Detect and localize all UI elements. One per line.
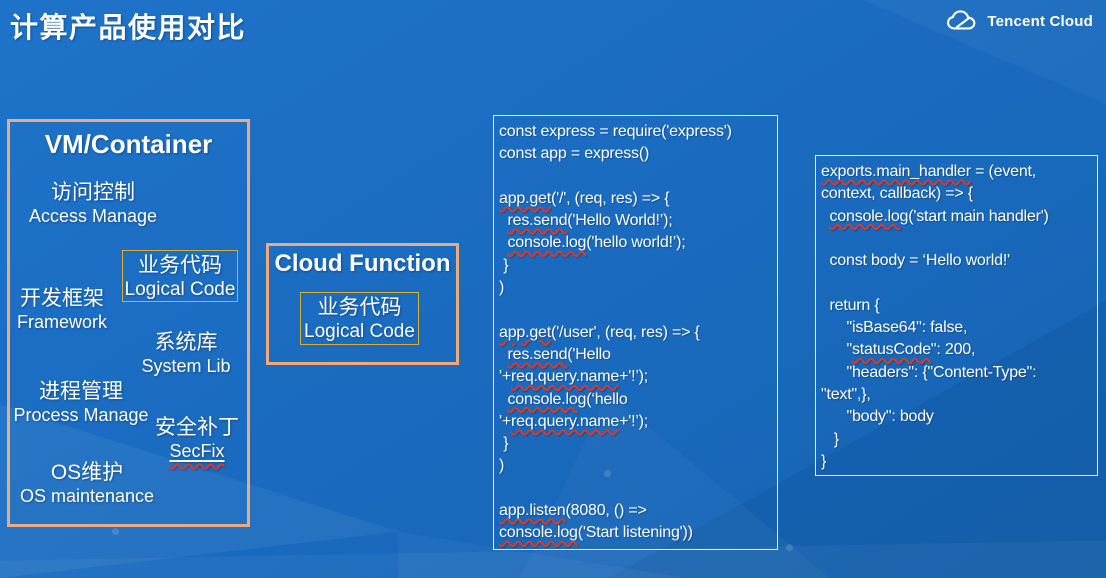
vm-item-label-en: System Lib bbox=[141, 356, 231, 376]
cloud-function-title: Cloud Function bbox=[274, 250, 451, 277]
code-line bbox=[821, 228, 1092, 250]
code-line: context, callback) => { bbox=[821, 185, 973, 203]
code-line: "statusCode": 200, bbox=[821, 341, 976, 359]
misspelled-token: res.send bbox=[507, 345, 568, 363]
vm-item-access-manage: 访问控制 Access Manage bbox=[18, 180, 168, 227]
vm-item-secfix: 安全补丁 SecFix bbox=[148, 415, 246, 462]
vm-item-label-zh: 系统库 bbox=[154, 331, 218, 354]
misspelled-token: req.query.name bbox=[511, 368, 620, 386]
vm-item-label-zh: 进程管理 bbox=[39, 380, 123, 403]
misspelled-token: app.get bbox=[499, 189, 551, 207]
code-line: const body = ‘Hello world!' bbox=[821, 252, 1011, 270]
logical-code-box: 业务代码 Logical Code bbox=[300, 292, 419, 345]
vm-item-label-en: Access Manage bbox=[28, 206, 158, 226]
background-vertex-dot bbox=[604, 470, 611, 477]
code-line: } bbox=[821, 452, 827, 470]
code-line bbox=[499, 299, 772, 321]
code-line: app.get('/', (req, res) => { bbox=[499, 189, 670, 207]
misspelled-token: console.log bbox=[507, 390, 587, 408]
brand-logo: Tencent Cloud bbox=[945, 8, 1093, 34]
misspelled-token: app.listen bbox=[499, 502, 566, 520]
code-line: '+req.query.name+'!’); bbox=[499, 412, 649, 430]
code-line: '+req.query.name+'!’); bbox=[499, 368, 649, 386]
code-line: console.log(‘hello bbox=[507, 390, 628, 408]
misspelled-token: console.log bbox=[507, 234, 587, 252]
code-line: exports.main_handler = (event, bbox=[821, 163, 1037, 180]
code-line: const app = express() bbox=[499, 145, 650, 163]
vm-item-framework: 开发框架 Framework bbox=[10, 286, 114, 333]
brand-name: Tencent Cloud bbox=[987, 12, 1093, 30]
code-line: return { bbox=[821, 296, 880, 314]
code-line: } bbox=[499, 256, 509, 274]
vm-container-box: VM/Container 访问控制 Access Manage 业务代码 Log… bbox=[7, 119, 250, 527]
tencent-cloud-icon bbox=[945, 8, 980, 34]
code-line: "body": body bbox=[821, 408, 934, 426]
vm-item-label-en: OS maintenance bbox=[19, 486, 155, 506]
misspelled-token: console.log bbox=[499, 524, 578, 542]
vm-container-title: VM/Container bbox=[44, 129, 213, 159]
background-vertex-dot bbox=[112, 528, 119, 535]
code-line: } bbox=[499, 435, 509, 453]
code-block-express: const express = require('express') const … bbox=[493, 115, 778, 550]
vm-item-process-manage: 进程管理 Process Manage bbox=[10, 379, 152, 426]
vm-item-label-zh: OS维护 bbox=[50, 461, 124, 484]
misspelled-word: SecFix bbox=[169, 441, 225, 461]
code-line: app.get('/user', (req, res) => { bbox=[499, 323, 700, 341]
code-line: } bbox=[821, 430, 839, 448]
misspelled-token: console.log bbox=[829, 207, 909, 225]
code-line bbox=[821, 272, 1092, 294]
vm-item-label-en: SecFix bbox=[148, 440, 246, 462]
vm-item-os-maintenance: OS维护 OS maintenance bbox=[12, 460, 162, 507]
code-line: "isBase64": false, bbox=[821, 319, 968, 337]
misspelled-token: res.send bbox=[507, 212, 568, 230]
code-line: "text",}, bbox=[821, 385, 871, 403]
code-line: const express = require('express') bbox=[499, 123, 732, 140]
code-line bbox=[499, 166, 772, 188]
background-vertex-dot bbox=[786, 544, 793, 551]
cloud-function-box: Cloud Function 业务代码 Logical Code bbox=[266, 243, 459, 365]
code-line bbox=[499, 478, 772, 500]
logical-code-label-en: Logical Code bbox=[304, 321, 415, 342]
code-line: "headers": {"Content-Type": bbox=[821, 363, 1037, 381]
code-line: res.send('Hello World!’); bbox=[507, 212, 673, 230]
vm-item-label-en: Process Manage bbox=[13, 405, 149, 425]
code-block-main-handler: exports.main_handler = (event, context, c… bbox=[815, 155, 1098, 476]
code-line: ) bbox=[499, 279, 505, 297]
logical-code-label-zh: 业务代码 bbox=[138, 254, 222, 277]
misspelled-token: exports.main_handler bbox=[821, 163, 971, 180]
vm-item-label-zh: 访问控制 bbox=[51, 181, 135, 204]
code-line: ) bbox=[499, 457, 505, 475]
code-line: res.send('Hello bbox=[507, 345, 611, 363]
code-line: console.log('hello world!’); bbox=[507, 234, 686, 252]
logical-code-label-zh: 业务代码 bbox=[317, 296, 402, 319]
vm-item-label-zh: 开发框架 bbox=[20, 287, 104, 310]
page-title: 计算产品使用对比 bbox=[10, 12, 247, 43]
misspelled-token: req.query.name bbox=[511, 412, 620, 430]
code-line: console.log('start main handler') bbox=[829, 207, 1049, 225]
code-line: console.log('Start listening')) bbox=[499, 524, 693, 542]
misspelled-token: app.get bbox=[499, 323, 551, 341]
logical-code-box: 业务代码 Logical Code bbox=[122, 250, 238, 302]
vm-item-label-en: Framework bbox=[16, 312, 107, 332]
vm-item-system-lib: 系统库 System Lib bbox=[134, 330, 238, 377]
logical-code-label-en: Logical Code bbox=[124, 279, 236, 300]
misspelled-token: statusCode bbox=[851, 341, 931, 359]
code-line: app.listen(8080, () => bbox=[499, 502, 647, 520]
vm-item-label-zh: 安全补丁 bbox=[155, 416, 239, 439]
